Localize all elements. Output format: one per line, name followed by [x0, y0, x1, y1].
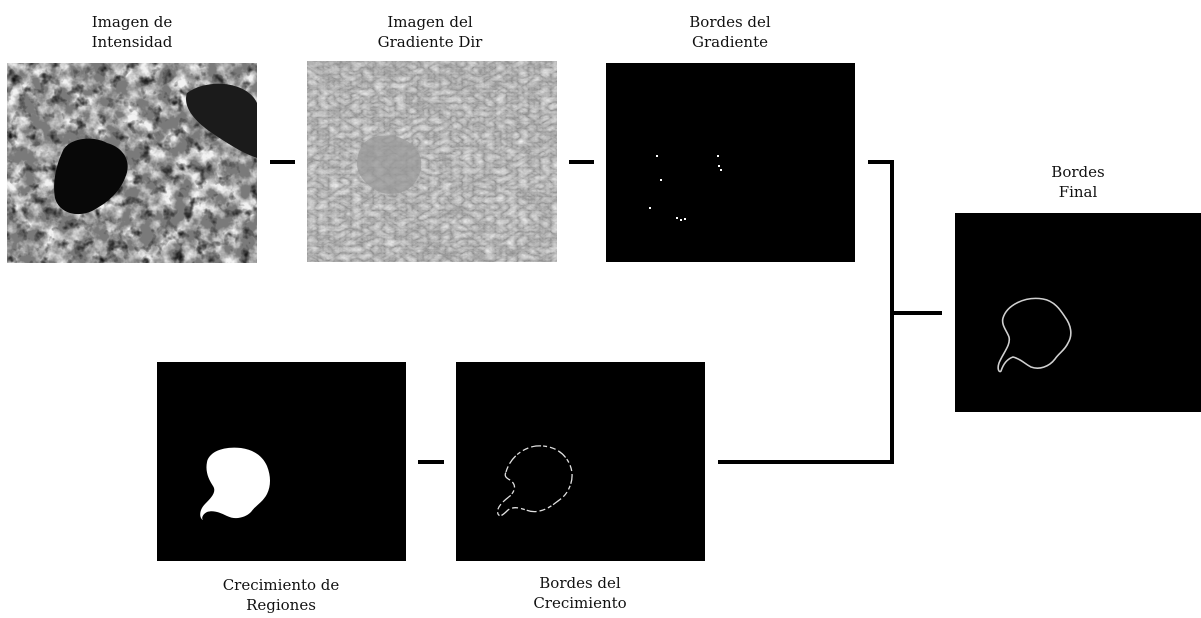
label-region-growing-line2: Regiones [246, 596, 316, 614]
connector-bus-to-final [890, 311, 942, 315]
region-growing-image [157, 362, 406, 561]
label-gradient-dir-line2: Gradiente Dir [377, 33, 483, 51]
gradient-edges-image [606, 63, 855, 262]
label-gradient-edges-line2: Gradiente [692, 33, 768, 51]
intensity-texture [7, 63, 257, 263]
label-growth-edges: Bordes del Crecimiento [480, 573, 680, 613]
growth-edges-contour [496, 445, 573, 517]
label-intensity-line1: Imagen de [91, 13, 173, 31]
connector-intensity-to-gradient-dir [270, 160, 295, 164]
connector-region-to-growth-edges [418, 460, 444, 464]
label-region-growing-line1: Crecimiento de [222, 576, 340, 594]
label-gradient-dir-line1: Imagen del [387, 13, 473, 31]
label-gradient-dir: Imagen del Gradiente Dir [330, 12, 530, 52]
label-region-growing: Crecimiento de Regiones [181, 575, 381, 615]
connector-growth-edges-to-bus [718, 460, 894, 464]
gradient-direction-image [307, 61, 557, 262]
label-growth-edges-line1: Bordes del [539, 574, 621, 592]
intensity-image [7, 63, 257, 263]
connector-gradient-edges-horizontal [868, 160, 894, 164]
label-final-edges-line2: Final [1058, 183, 1098, 201]
growth-edges-image [456, 362, 705, 561]
final-edges-contour [997, 297, 1072, 373]
label-gradient-edges-line1: Bordes del [689, 13, 771, 31]
label-intensity: Imagen de Intensidad [32, 12, 232, 52]
label-gradient-edges: Bordes del Gradiente [630, 12, 830, 52]
connector-gradient-dir-to-gradient-edges [569, 160, 594, 164]
region-growing-blob [200, 447, 270, 520]
gradient-direction-texture [307, 61, 557, 262]
gradient-edges-dots [649, 155, 722, 221]
label-growth-edges-line2: Crecimiento [533, 594, 627, 612]
label-final-edges: Bordes Final [978, 162, 1178, 202]
final-edges-image [955, 213, 1201, 412]
label-intensity-line2: Intensidad [91, 33, 173, 51]
label-final-edges-line1: Bordes [1051, 163, 1105, 181]
